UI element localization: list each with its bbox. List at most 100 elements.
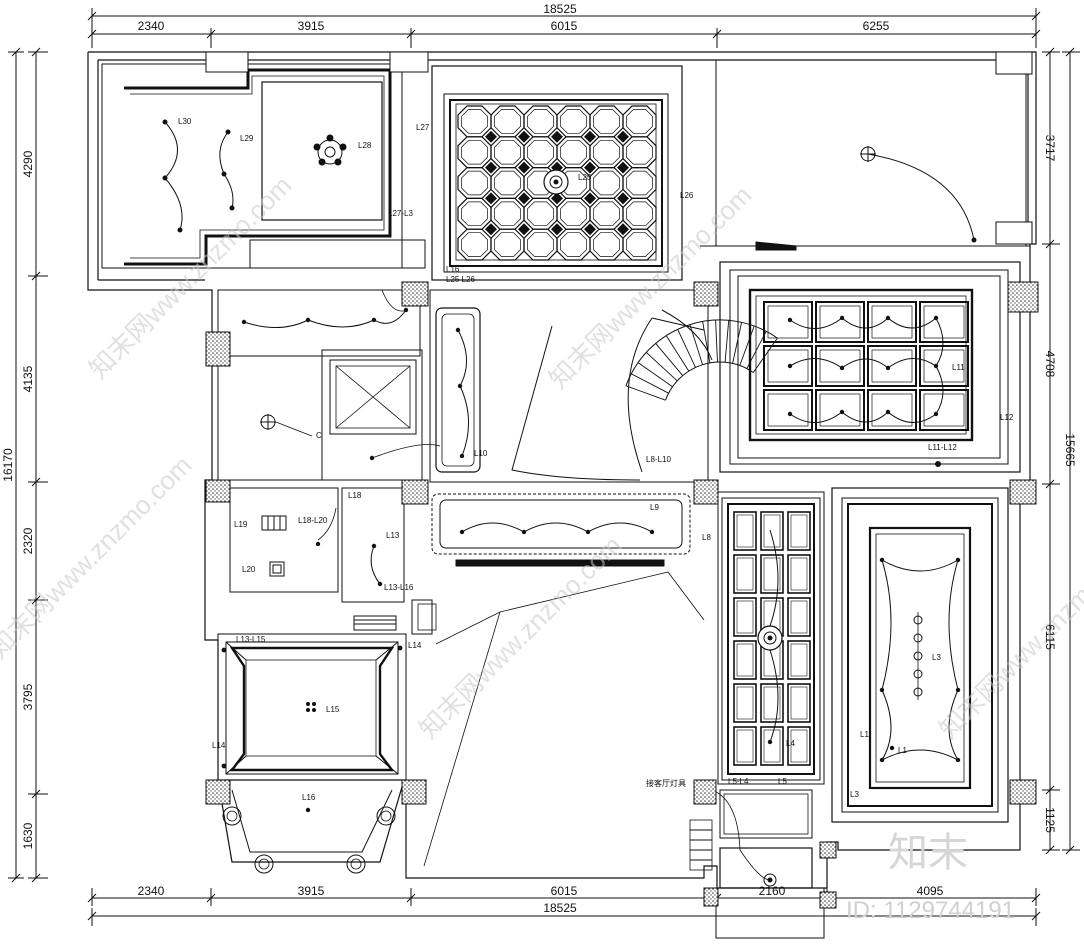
octagon-cell — [490, 136, 525, 169]
stair-inner-rail — [665, 361, 754, 401]
lamp-dot-l18 — [315, 541, 321, 547]
stair-tread — [631, 373, 669, 394]
panel-grid — [733, 511, 811, 766]
label-l16: L16 — [302, 793, 316, 802]
l3-light-column — [913, 612, 923, 700]
label-l12: L12 — [1000, 413, 1014, 422]
label-l15: L15 — [326, 705, 340, 714]
octagon-cell-inner — [527, 109, 554, 134]
octagon-cell — [556, 136, 591, 169]
watermark-id: ID: 1129744191 — [846, 897, 1015, 924]
octagon-cell — [622, 197, 657, 230]
lamp-dot-l11-l12 — [935, 461, 941, 467]
label-l9: L9 — [650, 503, 659, 512]
octagon-cell-inner — [560, 139, 587, 165]
dim-bottom-1: 2340 — [138, 884, 165, 898]
coffer-cell-inner — [923, 349, 965, 383]
octagon-cell — [622, 167, 657, 199]
label-l1b: L1 — [898, 746, 907, 755]
label-l27-l3: L27-L3 — [388, 209, 413, 218]
coffer-grid — [763, 301, 969, 431]
label-l26: L26 — [680, 191, 694, 200]
coffer-cell-inner — [871, 305, 913, 339]
l15-light-cluster — [221, 645, 403, 769]
label-l13-l16: L13-L16 — [384, 583, 414, 592]
panel-cell-inner — [763, 686, 781, 720]
living-center — [411, 493, 705, 867]
octagon-cell-inner — [494, 201, 521, 227]
corridor-lamp-dots — [241, 307, 409, 461]
coffer-cell — [867, 389, 917, 431]
octagon-cell-inner — [527, 139, 554, 165]
panel-cell — [733, 511, 757, 551]
octagon-diamond — [551, 223, 563, 236]
coffer-cell — [919, 301, 969, 343]
octagon-diamond — [584, 130, 596, 143]
stair-tread — [689, 324, 704, 365]
label-l13-l15: L13-L15 — [236, 635, 266, 644]
panel-cell — [733, 554, 757, 594]
label-l30: L30 — [178, 117, 192, 126]
lamp-dots-room1 — [162, 119, 235, 233]
lamp-dot-l4 — [767, 739, 773, 745]
coffer-cell-inner — [767, 305, 809, 339]
octagon-cell — [589, 167, 624, 199]
dim-right-total: 15665 — [1063, 433, 1077, 467]
dim-left-1: 4290 — [21, 150, 35, 177]
octagon-cell — [457, 197, 492, 230]
left-corridor — [217, 289, 441, 481]
panel-cell — [760, 511, 784, 551]
dim-bottom-5: 4095 — [917, 884, 944, 898]
panel-cell-inner — [736, 643, 754, 677]
coffer-cell — [919, 389, 969, 431]
dim-top-3: 6015 — [551, 19, 578, 33]
room-top-right — [700, 51, 1033, 251]
panel-cell-inner — [790, 600, 808, 634]
entry-chandelier-icon — [763, 873, 777, 887]
label-l11-l12: L11-L12 — [928, 443, 957, 452]
octagon-cell — [457, 105, 492, 138]
stair-tread — [724, 320, 730, 363]
dimension-lines — [8, 8, 1080, 926]
stair-tread — [665, 335, 690, 372]
octagon-cell-inner — [527, 232, 554, 257]
octagon-diamond — [518, 130, 530, 143]
label-l25: L25 — [578, 173, 592, 182]
dim-right-2: 4708 — [1043, 351, 1057, 378]
octagon-diamond — [551, 192, 563, 205]
panel-cell — [760, 726, 784, 766]
room-top-left — [101, 51, 429, 269]
coffer-cell-inner — [871, 349, 913, 383]
l4-chandelier-icon — [757, 529, 783, 743]
panel-cell — [760, 683, 784, 723]
octagon-cell-inner — [593, 139, 620, 165]
label-l29: L29 — [240, 134, 254, 143]
octagon-cell — [589, 105, 624, 138]
octagon-diamond — [584, 223, 596, 236]
octagon-diamond — [617, 130, 629, 143]
octagon-cell — [589, 228, 624, 261]
panel-cell-inner — [763, 557, 781, 591]
octagon-diamond — [584, 161, 596, 174]
room-l15 — [217, 633, 407, 781]
coffer-cell-inner — [923, 305, 965, 339]
octagon-cell-inner — [593, 232, 620, 257]
octagon-cell-inner — [593, 201, 620, 227]
label-c: C — [316, 431, 322, 440]
dim-bottom-total: 18525 — [543, 901, 577, 915]
dim-left-3: 2320 — [21, 527, 35, 554]
room-l3 — [831, 487, 1009, 823]
living-lamp-dots — [459, 529, 655, 535]
octagon-cell-inner — [560, 109, 587, 134]
octagon-cell-inner — [626, 170, 653, 196]
dim-bottom-2: 3915 — [298, 884, 325, 898]
panel-cell — [787, 597, 811, 637]
octagon-diamond — [518, 192, 530, 205]
octagon-cell-inner — [494, 139, 521, 165]
stair-tread — [645, 352, 678, 382]
watermark-brand: 知末 — [888, 831, 968, 875]
label-l18-l20: L18-L20 — [298, 516, 328, 525]
octagon-cell — [490, 228, 525, 261]
panel-cell — [787, 554, 811, 594]
panel-cell-inner — [736, 600, 754, 634]
